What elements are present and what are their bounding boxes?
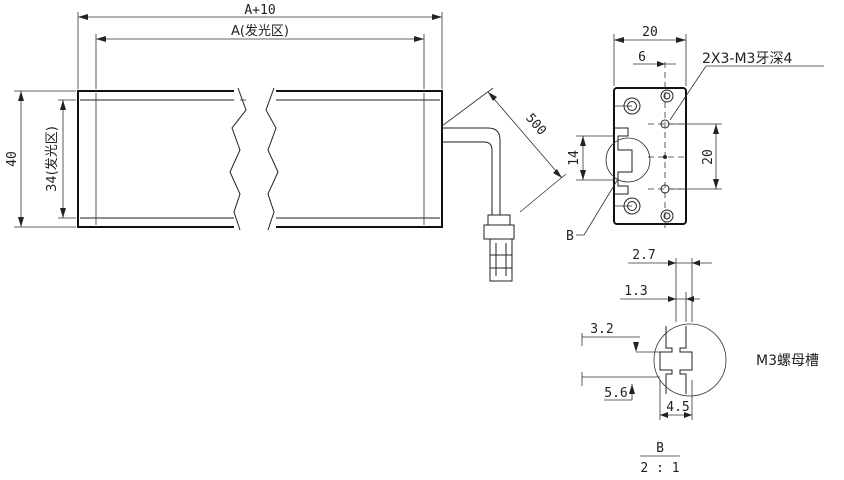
screw-top-left — [623, 97, 641, 115]
break-line-left — [229, 87, 247, 231]
dim-emitting-height: 34(发光区) — [44, 126, 60, 192]
dim-2-7: 2.7 — [632, 248, 655, 263]
detail-scale: 2 : 1 — [640, 461, 679, 476]
dim-total-length: A+10 — [244, 3, 275, 18]
dim-4-5: 4.5 — [666, 400, 689, 415]
screw-bottom-left — [623, 197, 641, 215]
dim-hole-spacing: 20 — [701, 149, 716, 165]
connector — [483, 214, 515, 282]
detail-view-b: 2.7 1.3 3.2 5.6 4.5 M3螺母槽 B 2 : 1 — [581, 248, 819, 476]
nut-slot-profile — [659, 326, 673, 394]
thread-note: 2X3-M3牙深4 — [702, 51, 792, 67]
break-line-right — [265, 87, 279, 231]
dim-cable-length: 500 — [522, 111, 549, 139]
detail-circle — [653, 323, 727, 397]
screw-top-right — [660, 89, 674, 103]
dim-1-3: 1.3 — [624, 284, 647, 299]
dim-slot-height: 14 — [567, 150, 582, 166]
detail-view-name: B — [656, 441, 664, 456]
dim-height: 40 — [5, 151, 20, 167]
front-view: A+10 A(发光区) 40 34(发光区) 500 — [5, 3, 567, 282]
dim-hole-offset: 6 — [638, 50, 646, 65]
nut-slot-label: M3螺母槽 — [756, 353, 819, 369]
screw-bottom-right — [660, 209, 674, 223]
side-view: 20 6 2X3-M3牙深4 20 14 B — [566, 25, 824, 244]
dim-width: 20 — [642, 25, 658, 40]
dim-5-6: 5.6 — [604, 386, 627, 401]
dim-emitting-length: A(发光区) — [231, 23, 289, 39]
cable — [442, 127, 501, 215]
detail-marker: B — [566, 229, 574, 244]
detail-b-circle — [605, 137, 651, 183]
dim-3-2: 3.2 — [590, 322, 613, 337]
end-cap-body — [613, 87, 687, 225]
